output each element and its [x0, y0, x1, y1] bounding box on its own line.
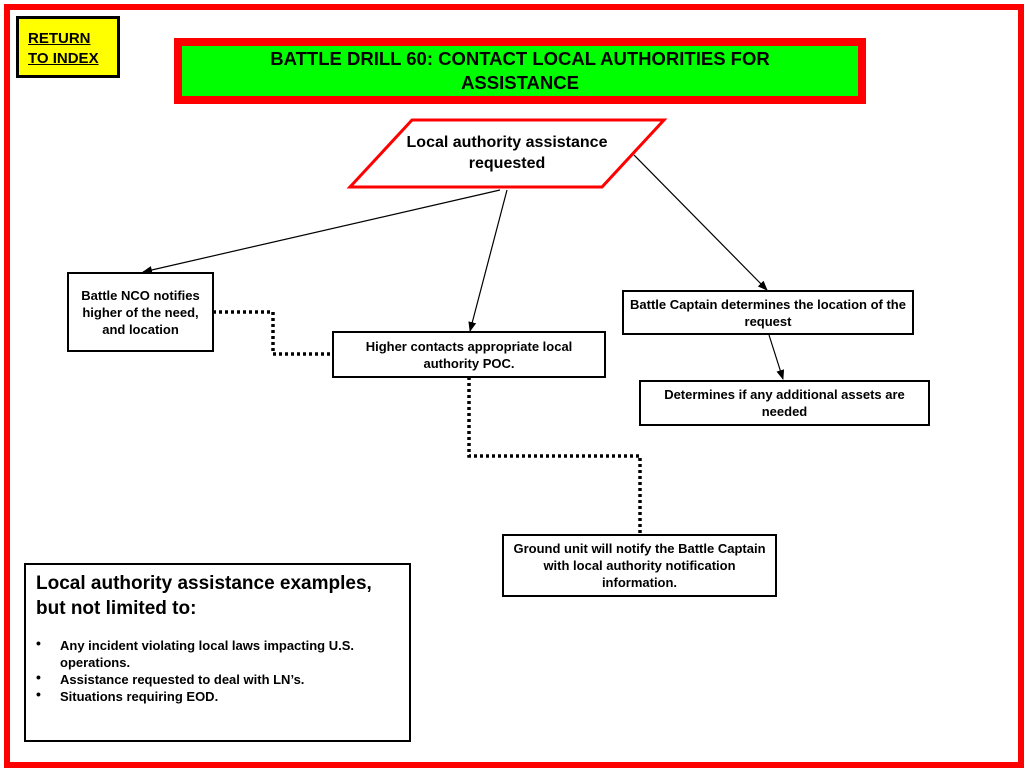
arrow-start-to-battle-captain	[633, 154, 768, 291]
return-to-index-link[interactable]: RETURN TO INDEX	[16, 16, 120, 78]
arrow-captain-to-assets	[768, 334, 785, 380]
list-item: • Situations requiring EOD.	[36, 686, 399, 705]
examples-list: • Any incident violating local laws impac…	[36, 635, 399, 705]
node-ground-unit: Ground unit will notify the Battle Capta…	[502, 534, 777, 597]
list-item-text: Assistance requested to deal with LN’s.	[60, 672, 305, 687]
node-higher-contacts: Higher contacts appropriate local author…	[332, 331, 606, 378]
node-battle-captain: Battle Captain determines the location o…	[622, 290, 914, 335]
node-additional-assets: Determines if any additional assets are …	[639, 380, 930, 426]
arrow-start-to-battle-nco	[142, 189, 501, 274]
return-label-line2: TO INDEX	[28, 50, 99, 67]
start-parallelogram	[346, 118, 668, 189]
return-label-line1: RETURN	[28, 30, 91, 47]
list-item: • Assistance requested to deal with LN’s.	[36, 669, 399, 688]
bullet-icon: •	[36, 669, 41, 685]
bullet-icon: •	[36, 635, 41, 651]
title-banner-inner: BATTLE DRILL 60: CONTACT LOCAL AUTHORITI…	[182, 46, 858, 96]
list-item-text: Any incident violating local laws impact…	[60, 638, 354, 670]
examples-box: Local authority assistance examples, but…	[24, 563, 411, 742]
node-start-label: Local authority assistance requested	[406, 134, 608, 172]
page-title: BATTLE DRILL 60: CONTACT LOCAL AUTHORITI…	[270, 48, 770, 93]
dotted-link-nco-to-higher	[213, 310, 332, 356]
bullet-icon: •	[36, 686, 41, 702]
title-banner: BATTLE DRILL 60: CONTACT LOCAL AUTHORITI…	[174, 38, 866, 104]
list-item: • Any incident violating local laws impac…	[36, 635, 399, 671]
node-battle-nco: Battle NCO notifies higher of the need, …	[67, 272, 214, 352]
arrow-start-to-higher	[468, 189, 508, 332]
examples-title: Local authority assistance examples, but…	[36, 573, 372, 619]
page-frame	[4, 4, 1024, 768]
list-item-text: Situations requiring EOD.	[60, 689, 219, 704]
dotted-link-higher-to-ground	[467, 377, 642, 534]
